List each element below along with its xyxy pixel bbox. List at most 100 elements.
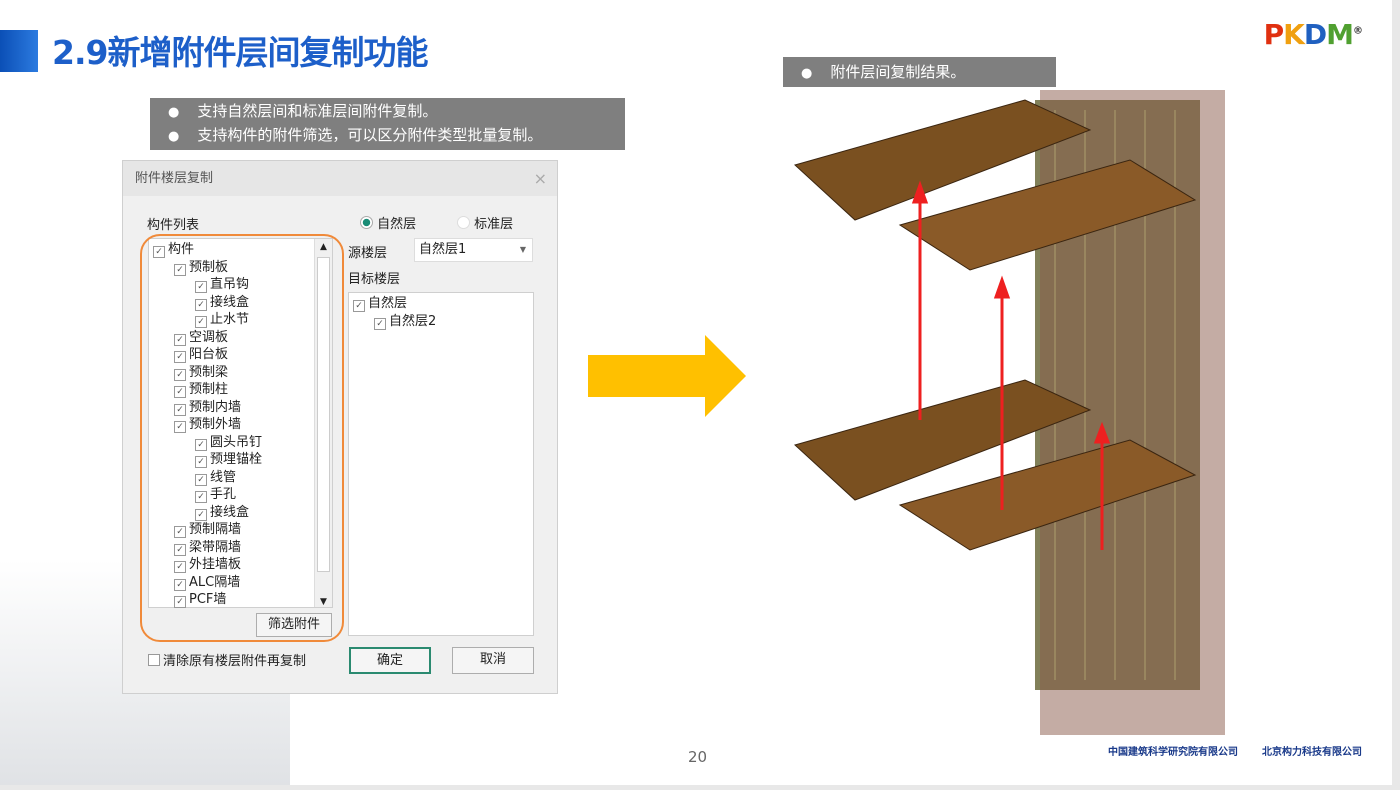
tree-item-label: 阳台板 [189, 347, 229, 362]
checkbox-checked-icon[interactable]: ✓ [195, 473, 207, 486]
ok-button[interactable]: 确定 [349, 647, 431, 674]
source-floor-label: 源楼层 [348, 246, 388, 261]
tree-item-label: 预制梁 [189, 364, 229, 380]
tree-item-label: 止水节 [210, 312, 250, 327]
checkbox-checked-icon[interactable]: ✓ [174, 596, 186, 608]
tree-item[interactable]: ✓自然层2 [374, 313, 436, 330]
tree-item-label: 自然层2 [389, 313, 437, 329]
radio-unselected-icon [457, 216, 470, 229]
tree-item-label: 预制隔墙 [189, 522, 242, 537]
tree-item[interactable]: ✓预制柱 [174, 381, 228, 398]
tree-item[interactable]: ✓预制外墙 [174, 416, 241, 433]
checkbox-checked-icon[interactable]: ✓ [174, 403, 186, 416]
tree-item-label: 线管 [210, 469, 237, 485]
checkbox-checked-icon[interactable]: ✓ [174, 543, 186, 556]
component-tree[interactable]: ▲ ▼ ✓构件✓预制板✓直吊钩✓接线盒✓止水节✓空调板✓阳台板✓预制梁✓预制柱✓… [148, 238, 333, 608]
checkbox-checked-icon[interactable]: ✓ [174, 421, 186, 433]
pkpm-company-logo: 北京构力科技有限公司 [1262, 747, 1362, 758]
clear-existing-checkbox[interactable]: 清除原有楼层附件再复制 [148, 650, 306, 669]
scroll-thumb[interactable] [317, 257, 330, 572]
scroll-up-icon[interactable]: ▲ [320, 242, 327, 252]
tree-item[interactable]: ✓预制梁 [174, 364, 228, 381]
tree-item[interactable]: ✓预制板 [174, 259, 228, 276]
tree-item-label: 外挂墙板 [189, 557, 242, 572]
tree-item-label: 手孔 [210, 487, 237, 502]
3d-model-render [794, 90, 1225, 735]
checkbox-checked-icon[interactable]: ✓ [195, 281, 207, 293]
tree-item-label: 圆头吊钉 [210, 434, 263, 450]
checkbox-checked-icon[interactable]: ✓ [174, 386, 186, 398]
scroll-down-icon[interactable]: ▼ [320, 597, 327, 607]
tree-item-label: 自然层 [368, 296, 408, 311]
checkbox-label: 清除原有楼层附件再复制 [163, 654, 307, 669]
tree-item[interactable]: ✓阳台板 [174, 346, 228, 363]
tree-item[interactable]: ✓预制隔墙 [174, 521, 241, 538]
tree-item-label: 预制板 [189, 259, 229, 275]
slide-edge [1392, 0, 1400, 790]
tree-item[interactable]: ✓线管 [195, 469, 236, 486]
tree-item[interactable]: ✓PCF墙 [174, 591, 226, 608]
checkbox-checked-icon[interactable]: ✓ [174, 526, 186, 538]
tree-item[interactable]: ✓直吊钩 [195, 276, 249, 293]
checkbox-checked-icon[interactable]: ✓ [195, 438, 207, 451]
bullets-right: 附件层间复制结果。 [783, 57, 1056, 87]
checkbox-checked-icon[interactable]: ✓ [174, 263, 186, 276]
attachment-floor-copy-dialog: 附件楼层复制 × 构件列表 ▲ ▼ ✓构件✓预制板✓直吊钩✓接线盒✓止水节✓空调… [122, 160, 558, 694]
pkpm-logo: PKDM® [1263, 18, 1363, 51]
checkbox-checked-icon[interactable]: ✓ [195, 316, 207, 328]
target-floor-label: 目标楼层 [348, 272, 401, 287]
checkbox-checked-icon[interactable]: ✓ [195, 298, 207, 311]
filter-attachments-button[interactable]: 筛选附件 [256, 613, 332, 637]
tree-item[interactable]: ✓梁带隔墙 [174, 539, 241, 556]
radio-standard-floor[interactable]: 标准层 [457, 213, 513, 232]
tree-item-label: ALC隔墙 [189, 574, 241, 590]
scrollbar[interactable]: ▲ ▼ [314, 239, 332, 607]
page-number: 20 [688, 748, 708, 766]
dialog-title: 附件楼层复制 [123, 161, 557, 196]
target-floor-tree[interactable]: ✓自然层✓自然层2 [348, 292, 534, 636]
tree-item[interactable]: ✓自然层 [353, 295, 407, 312]
tree-item-label: 预制外墙 [189, 417, 242, 432]
tree-item[interactable]: ✓空调板 [174, 329, 228, 346]
source-floor-select[interactable]: 自然层1▼ [414, 238, 533, 262]
tree-item-label: 接线盒 [210, 504, 250, 520]
component-list-label: 构件列表 [147, 218, 200, 233]
checkbox-checked-icon[interactable]: ✓ [174, 561, 186, 573]
tree-item-label: 预埋锚栓 [210, 452, 263, 467]
tree-item[interactable]: ✓手孔 [195, 486, 236, 503]
radio-natural-floor[interactable]: 自然层 [360, 213, 416, 232]
radio-label: 自然层 [377, 217, 417, 232]
cabr-logo: 中国建筑科学研究院有限公司 [1108, 747, 1238, 758]
checkbox-checked-icon[interactable]: ✓ [174, 578, 186, 591]
close-icon[interactable]: × [533, 169, 547, 188]
slide-title: 2.9新增附件层间复制功能 [52, 33, 428, 72]
tree-item[interactable]: ✓预埋锚栓 [195, 451, 262, 468]
tree-item[interactable]: ✓接线盒 [195, 294, 249, 311]
checkbox-checked-icon[interactable]: ✓ [174, 368, 186, 381]
tree-item-label: 梁带隔墙 [189, 539, 242, 555]
checkbox-checked-icon[interactable]: ✓ [174, 333, 186, 346]
checkbox-checked-icon[interactable]: ✓ [195, 508, 207, 521]
checkbox-checked-icon[interactable]: ✓ [174, 351, 186, 363]
bullet: 支持构件的附件筛选，可以区分附件类型批量复制。 [160, 124, 615, 148]
tree-item-label: 接线盒 [210, 294, 250, 310]
tree-item[interactable]: ✓圆头吊钉 [195, 434, 262, 451]
tree-item-label: 构件 [168, 242, 195, 257]
tree-item[interactable]: ✓预制内墙 [174, 399, 241, 416]
checkbox-checked-icon[interactable]: ✓ [195, 491, 207, 503]
tree-item[interactable]: ✓ALC隔墙 [174, 574, 240, 591]
bullet: 支持自然层间和标准层间附件复制。 [160, 100, 615, 124]
bullet: 附件层间复制结果。 [793, 57, 1046, 89]
tree-item[interactable]: ✓止水节 [195, 311, 249, 328]
tree-item[interactable]: ✓接线盒 [195, 504, 249, 521]
highlight-outline [140, 234, 344, 642]
checkbox-checked-icon[interactable]: ✓ [374, 317, 386, 330]
checkbox-checked-icon[interactable]: ✓ [195, 456, 207, 468]
checkbox-checked-icon[interactable]: ✓ [353, 300, 365, 312]
checkbox-icon [148, 654, 160, 666]
tree-item[interactable]: ✓外挂墙板 [174, 556, 241, 573]
tree-item-label: 预制内墙 [189, 399, 242, 415]
cancel-button[interactable]: 取消 [452, 647, 534, 674]
source-floor-value: 自然层1 [419, 242, 467, 257]
tree-item-label: 直吊钩 [210, 277, 250, 292]
